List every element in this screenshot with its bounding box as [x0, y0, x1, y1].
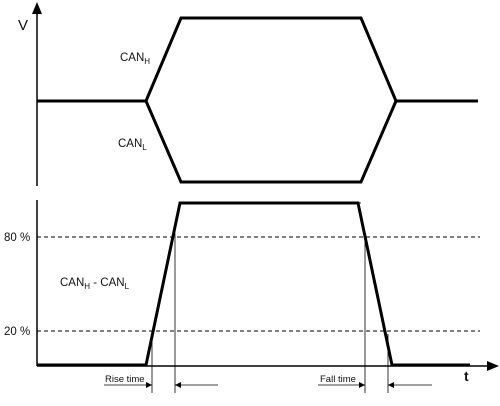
- can-h-trace: [37, 16, 478, 103]
- can-l-trace: [144, 100, 398, 184]
- rise-time-left-arrow: [146, 382, 152, 388]
- fall-time-right-arrow: [388, 382, 394, 388]
- threshold-20-label: 20 %: [4, 326, 30, 338]
- differential-label: CANH - CANL: [60, 277, 130, 291]
- upper-y-axis-arrow: [32, 2, 42, 14]
- x-axis-label: t: [464, 368, 469, 384]
- differential-trace: [37, 201, 470, 367]
- rise-time-label: Rise time: [105, 374, 145, 385]
- time-axis-arrow: [487, 361, 499, 371]
- can-h-label: CANH: [120, 52, 150, 66]
- can-l-label: CANL: [118, 138, 147, 152]
- fall-time-label: Fall time: [320, 374, 356, 385]
- y-axis-label: V: [18, 17, 28, 34]
- threshold-80-label: 80 %: [4, 232, 30, 244]
- fall-time-left-arrow: [359, 382, 365, 388]
- rise-time-right-arrow: [175, 382, 181, 388]
